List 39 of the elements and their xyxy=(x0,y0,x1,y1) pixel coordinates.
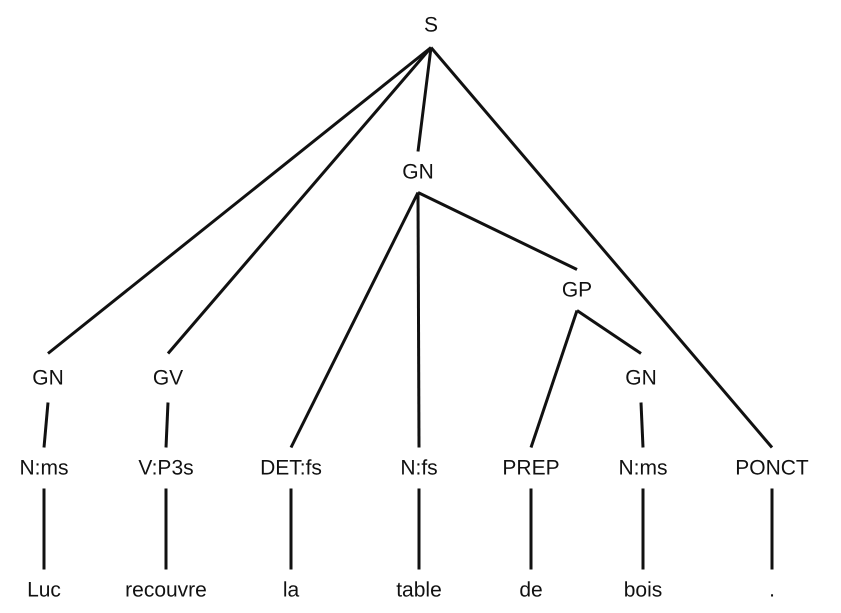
word-label: la xyxy=(280,570,302,610)
tree-branch xyxy=(164,488,168,570)
tree-node-label: PONCT xyxy=(733,448,811,488)
tree-branch xyxy=(416,192,420,448)
tree-branch xyxy=(166,46,432,354)
tree-node-label: DET:fs xyxy=(258,448,324,488)
tree-node-label: GN xyxy=(30,354,66,402)
tree-branch xyxy=(164,402,170,448)
word-label: de xyxy=(517,570,545,610)
tree-node-label: N:fs xyxy=(398,448,440,488)
word-label: Luc xyxy=(25,570,63,610)
tree-node-label: GN xyxy=(400,152,436,192)
tree-branch xyxy=(417,191,578,271)
tree-branch xyxy=(430,46,774,448)
tree-branch xyxy=(530,488,532,570)
tree-branch xyxy=(42,402,50,448)
tree-branch xyxy=(642,488,644,570)
word-label: table xyxy=(394,570,444,610)
tree-branch xyxy=(290,488,292,570)
tree-branch xyxy=(418,488,420,570)
tree-node-label: S xyxy=(422,2,440,48)
tree-node-label: GN xyxy=(623,354,659,402)
tree-node-label: N:ms xyxy=(616,448,670,488)
tree-node-label: GV xyxy=(150,354,186,402)
tree-node-label: V:P3s xyxy=(136,448,196,488)
tree-branch xyxy=(640,402,644,448)
tree-branch xyxy=(47,46,432,355)
word-label: . xyxy=(767,570,777,610)
tree-node-label: PREP xyxy=(500,448,562,488)
word-label: recouvre xyxy=(123,570,209,610)
tree-branch xyxy=(416,47,432,152)
tree-branch xyxy=(290,192,420,448)
tree-branch xyxy=(42,488,46,570)
tree-node-label: GP xyxy=(560,270,594,310)
tree-branch xyxy=(576,309,642,355)
word-label: bois xyxy=(622,570,664,610)
tree-branch xyxy=(770,488,774,570)
tree-node-label: N:ms xyxy=(18,448,70,488)
tree-branch xyxy=(530,310,578,448)
